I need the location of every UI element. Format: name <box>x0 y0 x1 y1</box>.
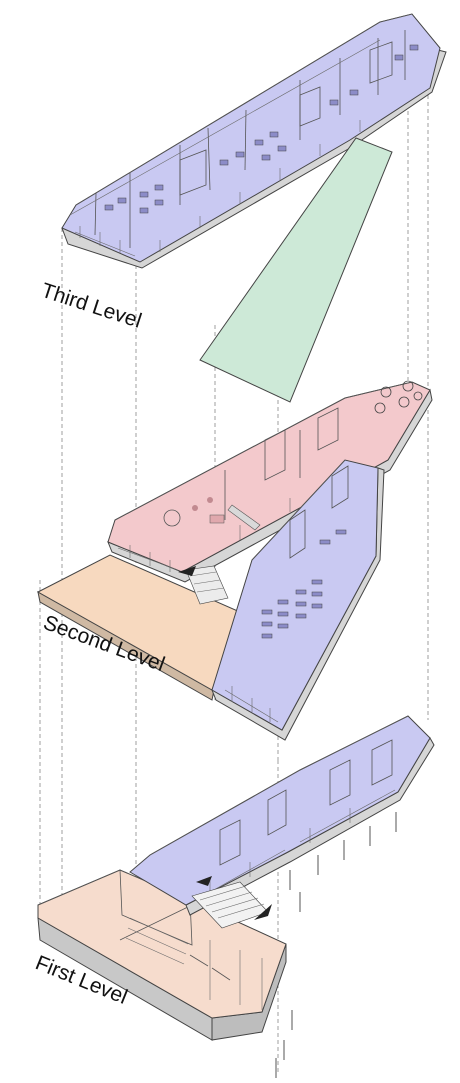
first-level-entry-stair <box>191 876 272 929</box>
third-level-walls <box>75 13 413 248</box>
third-level-floor-plate <box>61 13 441 263</box>
second-level-stair <box>178 565 229 605</box>
second-level-floor <box>36 380 433 741</box>
second-level-office-walls <box>224 459 349 723</box>
third-level-facade <box>69 39 381 257</box>
second-level-classroom-desks <box>261 529 347 639</box>
first-level-office-wing <box>129 715 431 906</box>
third-level-desks <box>104 44 419 214</box>
first-level-floor <box>37 715 435 1078</box>
second-level-cafe-tables <box>374 380 423 414</box>
third-level-floor <box>61 13 447 269</box>
third-level-label: Third Level <box>38 279 144 333</box>
second-level-public-walls <box>114 381 413 572</box>
third-level-green-roof <box>199 137 393 403</box>
first-level-columns <box>275 812 397 1078</box>
first-level-office-walls <box>149 715 409 901</box>
